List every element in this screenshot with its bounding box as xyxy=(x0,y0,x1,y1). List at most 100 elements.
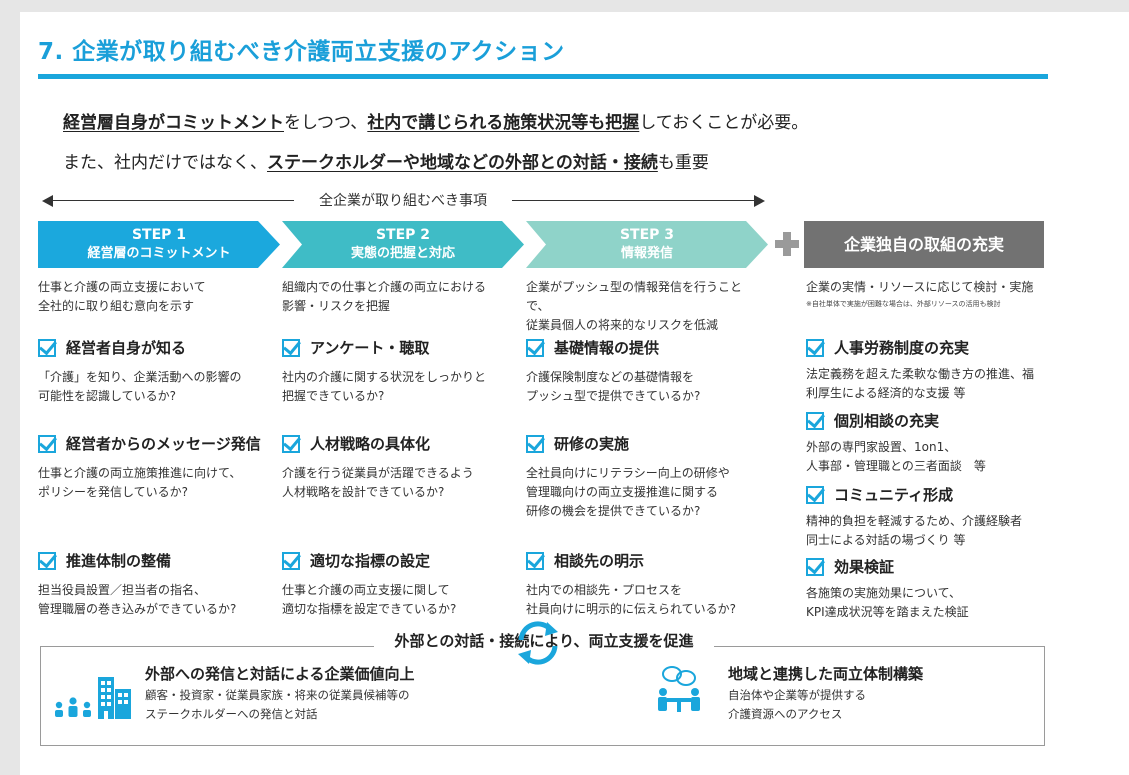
step-number: STEP 2 xyxy=(375,227,431,243)
step-2-column: 組織内での仕事と介護の両立における 影響・リスクを把握 xyxy=(282,278,518,316)
check-icon xyxy=(806,485,824,504)
cycle-arrows-icon xyxy=(518,621,558,665)
scope-line xyxy=(50,200,294,201)
lead-emphasis: ステークホルダーや地域などの外部との対話・接続 xyxy=(267,153,658,173)
check-item: 効果検証 各施策の実施効果について、 KPI達成状況等を踏まえた検証 xyxy=(806,556,1046,622)
external-right-text: 自治体や企業等が提供する 介護資源へのアクセス xyxy=(728,686,866,724)
step-1-header: STEP 1 経営層のコミットメント xyxy=(38,221,280,268)
check-item: 人材戦略の具体化 介護を行う従業員が活躍できるよう人材戦略を設計できているか? xyxy=(282,433,522,502)
lead-text: も重要 xyxy=(657,153,709,173)
check-item: 経営者自身が知る 「介護」を知り、企業活動への影響の可能性を認識しているか? xyxy=(38,337,278,406)
desc-line: 仕事と介護の両立支援において xyxy=(38,280,206,294)
ext-text-line: ステークホルダーへの発信と対話 xyxy=(145,707,318,721)
item-title: 研修の実施 xyxy=(554,435,630,453)
check-icon xyxy=(38,338,56,357)
desc-line: 組織内での仕事と介護の両立における xyxy=(282,280,487,294)
check-item: 相談先の明示 社内での相談先・プロセスを社員向けに明示的に伝えられているか? xyxy=(526,550,776,619)
unique-desc: 企業の実情・リソースに応じて検討・実施 xyxy=(806,280,1034,294)
item-text: 介護保険制度などの基礎情報を xyxy=(526,370,695,384)
lead-line-1: 経営層自身がコミットメントをしつつ、社内で講じられる施策状況等も把握しておくこと… xyxy=(63,108,808,133)
check-item: 個別相談の充実 外部の専門家設置、1on1、人事部・管理職との三者面談 等 xyxy=(806,410,1046,476)
lead-text: をしつつ、 xyxy=(284,113,368,133)
item-text: 外部の専門家設置、1on1、 xyxy=(806,440,957,454)
item-text: 把握できているか? xyxy=(282,389,385,403)
check-item: 研修の実施 全社員向けにリテラシー向上の研修や管理職向けの両立支援推進に関する研… xyxy=(526,433,776,521)
item-text: 人事部・管理職との三者面談 等 xyxy=(806,459,986,473)
plus-icon xyxy=(775,232,799,256)
desc-line: 企業がプッシュ型の情報発信を行うことで、 xyxy=(526,280,743,313)
ext-text-line: 自治体や企業等が提供する xyxy=(728,688,866,702)
lead-emphasis: 社内で講じられる施策状況等も把握 xyxy=(367,113,640,133)
step-number: STEP 1 xyxy=(131,227,187,243)
check-icon xyxy=(38,551,56,570)
item-text: 仕事と介護の両立施策推進に向けて、 xyxy=(38,466,242,480)
item-text: 「介護」を知り、企業活動への影響の xyxy=(38,370,242,384)
desc-line: 従業員個人の将来的なリスクを低減 xyxy=(526,318,719,332)
check-icon xyxy=(38,434,56,453)
item-title: アンケート・聴取 xyxy=(310,339,430,357)
step-name: 実態の把握と対応 xyxy=(350,246,455,261)
item-text: プッシュ型で提供できているか? xyxy=(526,389,701,403)
item-text: KPI達成状況等を踏まえた検証 xyxy=(806,605,969,619)
item-title: 効果検証 xyxy=(834,558,895,576)
lead-emphasis: 経営層自身がコミットメント xyxy=(63,113,284,133)
item-text: 社内の介護に関する状況をしっかりと xyxy=(282,370,487,384)
ext-text-line: 介護資源へのアクセス xyxy=(728,707,843,721)
check-item: 適切な指標の設定 仕事と介護の両立支援に関して適切な指標を設定できているか? xyxy=(282,550,522,619)
item-text: 社内での相談先・プロセスを xyxy=(526,583,683,597)
item-text: 介護を行う従業員が活躍できるよう xyxy=(282,466,474,480)
check-icon xyxy=(526,338,544,357)
item-text: ポリシーを発信しているか? xyxy=(38,485,189,499)
external-title: 外部との対話・接続により、両立支援を促進 xyxy=(374,630,714,651)
item-title: 基礎情報の提供 xyxy=(554,339,660,357)
item-title: 人事労務制度の充実 xyxy=(834,339,970,357)
item-text: 管理職向けの両立支援推進に関する xyxy=(526,485,719,499)
check-item: アンケート・聴取 社内の介護に関する状況をしっかりと把握できているか? xyxy=(282,337,522,406)
scope-label: 全企業が取り組むべき事項 xyxy=(319,193,487,209)
external-right-title: 地域と連携した両立体制構築 xyxy=(728,665,924,683)
lead-line-2: また、社内だけではなく、ステークホルダーや地域などの外部との対話・接続も重要 xyxy=(63,148,709,173)
item-title: 経営者からのメッセージ発信 xyxy=(66,435,261,453)
unique-header: 企業独自の取組の充実 xyxy=(804,221,1044,268)
step-desc: 組織内での仕事と介護の両立における 影響・リスクを把握 xyxy=(282,278,518,316)
item-text: 研修の機会を提供できているか? xyxy=(526,504,701,518)
step-3-header: STEP 3 情報発信 xyxy=(526,221,768,268)
step-desc: 企業がプッシュ型の情報発信を行うことで、 従業員個人の将来的なリスクを低減 xyxy=(526,278,762,335)
desc-line: 影響・リスクを把握 xyxy=(282,299,391,313)
item-title: 経営者自身が知る xyxy=(66,339,187,357)
item-text: 各施策の実施効果について、 xyxy=(806,586,962,600)
item-title: 推進体制の整備 xyxy=(66,552,172,570)
desc-line: 全社的に取り組む意向を示す xyxy=(38,299,195,313)
item-title: 個別相談の充実 xyxy=(834,412,940,430)
arrow-left-icon xyxy=(42,195,53,207)
check-icon xyxy=(526,434,544,453)
check-icon xyxy=(806,411,824,430)
check-icon xyxy=(526,551,544,570)
ext-text-line: 顧客・投資家・従業員家族・将来の従業員候補等の xyxy=(145,688,410,702)
check-item: コミュニティ形成 精神的負担を軽減するため、介護経験者同士による対話の場づくり … xyxy=(806,484,1046,550)
item-text: 全社員向けにリテラシー向上の研修や xyxy=(526,466,730,480)
check-icon xyxy=(282,551,300,570)
item-text: 法定義務を超えた柔軟な働き方の推進、福 xyxy=(806,367,1035,381)
scope-arrow: 全企業が取り組むべき事項 xyxy=(42,190,765,212)
check-item: 推進体制の整備 担当役員設置／担当者の指名、管理職層の巻き込みができているか? xyxy=(38,550,278,619)
item-text: 可能性を認識しているか? xyxy=(38,389,177,403)
item-text: 適切な指標を設定できているか? xyxy=(282,602,457,616)
step-name: 経営層のコミットメント xyxy=(87,246,231,261)
item-title: 人材戦略の具体化 xyxy=(310,435,431,453)
external-left-title: 外部への発信と対話による企業価値向上 xyxy=(145,665,415,683)
meeting-icon xyxy=(658,666,700,712)
item-text: 担当役員設置／担当者の指名、 xyxy=(38,583,207,597)
item-text: 同士による対話の場づくり 等 xyxy=(806,533,966,547)
external-left-text: 顧客・投資家・従業員家族・将来の従業員候補等の ステークホルダーへの発信と対話 xyxy=(145,686,410,724)
item-text: 管理職層の巻き込みができているか? xyxy=(38,602,237,616)
check-icon xyxy=(806,338,824,357)
page-title: 7. 企業が取り組むべき介護両立支援のアクション xyxy=(38,39,565,65)
people-building-icon xyxy=(55,677,131,719)
step-2-header: STEP 2 実態の把握と対応 xyxy=(282,221,524,268)
check-item: 基礎情報の提供 介護保険制度などの基礎情報をプッシュ型で提供できているか? xyxy=(526,337,776,406)
check-item: 経営者からのメッセージ発信 仕事と介護の両立施策推進に向けて、ポリシーを発信して… xyxy=(38,433,278,502)
step-3-column: 企業がプッシュ型の情報発信を行うことで、 従業員個人の将来的なリスクを低減 xyxy=(526,278,762,335)
step-1-column: 仕事と介護の両立支援において 全社的に取り組む意向を示す xyxy=(38,278,274,316)
lead-text: また、社内だけではなく、 xyxy=(63,153,267,173)
